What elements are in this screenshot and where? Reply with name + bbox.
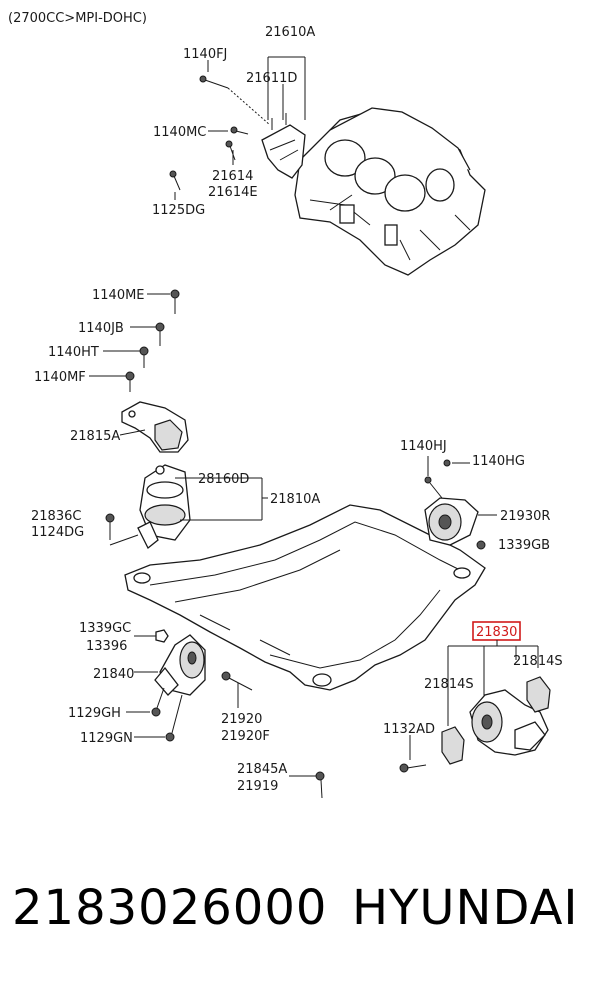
label-1129gh[interactable]: 1129GH bbox=[68, 706, 121, 721]
bolt-1140me bbox=[147, 289, 180, 314]
bolt-21614 bbox=[225, 140, 236, 161]
label-21610a[interactable]: 21610A bbox=[265, 25, 315, 40]
stopper-21814s-right bbox=[526, 676, 551, 713]
bolt-1140mc bbox=[230, 126, 249, 135]
label-21920[interactable]: 21920 bbox=[221, 712, 262, 727]
part-number: 2183026000 bbox=[12, 880, 328, 936]
label-21919[interactable]: 21919 bbox=[237, 779, 278, 794]
engine-block bbox=[294, 107, 486, 276]
stopper-21814s-left bbox=[441, 726, 465, 765]
label-21814s-left[interactable]: 21814S bbox=[424, 677, 474, 692]
label-21614[interactable]: 21614 bbox=[212, 169, 253, 184]
engine-spec-note: (2700CC>MPI-DOHC) bbox=[8, 11, 147, 26]
brand-name: HYUNDAI bbox=[352, 880, 579, 936]
label-1140jb[interactable]: 1140JB bbox=[78, 321, 124, 336]
bolt-1140mf bbox=[89, 371, 135, 392]
footer: 2183026000 HYUNDAI bbox=[0, 872, 600, 972]
label-1140mc[interactable]: 1140MC bbox=[153, 125, 206, 140]
bolt-1129gn bbox=[134, 694, 183, 742]
mount-21830[interactable] bbox=[469, 689, 549, 756]
label-1140hg[interactable]: 1140HG bbox=[472, 454, 525, 469]
bolt-21920 bbox=[221, 671, 253, 708]
subframe-crossmember bbox=[124, 504, 486, 691]
mount-21840 bbox=[154, 634, 206, 696]
transmission-mount-21930r bbox=[424, 497, 479, 546]
label-1129gn[interactable]: 1129GN bbox=[80, 731, 133, 746]
bolt-1129gh bbox=[126, 687, 165, 717]
bolt-21836c bbox=[105, 513, 139, 546]
label-21930r[interactable]: 21930R bbox=[500, 509, 550, 524]
label-21840[interactable]: 21840 bbox=[93, 667, 134, 682]
label-28160d[interactable]: 28160D bbox=[198, 472, 249, 487]
bolt-1140fj bbox=[199, 75, 271, 126]
label-21810a[interactable]: 21810A bbox=[270, 492, 320, 507]
label-21830[interactable]: 21830 bbox=[476, 625, 517, 640]
bolt-1140ht bbox=[103, 346, 149, 368]
label-1132ad[interactable]: 1132AD bbox=[383, 722, 435, 737]
bolt-1140jb bbox=[130, 322, 165, 346]
bolt-21845a bbox=[289, 771, 325, 799]
label-21920f[interactable]: 21920F bbox=[221, 729, 270, 744]
engine-mount-bracket-21815a bbox=[119, 401, 189, 453]
bolt-1132ad bbox=[399, 735, 427, 773]
nut-1339gb bbox=[476, 540, 486, 550]
engine-mount-21810a bbox=[137, 464, 191, 550]
label-13396[interactable]: 13396 bbox=[86, 639, 127, 654]
bolt-1125dg bbox=[169, 170, 181, 191]
label-1140ht[interactable]: 1140HT bbox=[48, 345, 99, 360]
label-21814s-right[interactable]: 21814S bbox=[513, 654, 563, 669]
bolt-1140hg bbox=[443, 459, 470, 467]
label-1339gb[interactable]: 1339GB bbox=[498, 538, 550, 553]
label-21611d[interactable]: 21611D bbox=[246, 71, 297, 86]
label-21815a[interactable]: 21815A bbox=[70, 429, 120, 444]
label-21614e[interactable]: 21614E bbox=[208, 185, 258, 200]
label-1125dg[interactable]: 1125DG bbox=[152, 203, 205, 218]
label-1124dg[interactable]: 1124DG bbox=[31, 525, 84, 540]
label-1140fj[interactable]: 1140FJ bbox=[183, 47, 227, 62]
label-1140mf[interactable]: 1140MF bbox=[34, 370, 86, 385]
label-21836c[interactable]: 21836C bbox=[31, 509, 81, 524]
label-1140me[interactable]: 1140ME bbox=[92, 288, 145, 303]
bolt-1140hj bbox=[424, 456, 443, 499]
parts-diagram: (2700CC>MPI-DOHC) bbox=[8, 11, 563, 799]
nut-1339gc bbox=[134, 629, 169, 643]
engine-mount-bracket-upper bbox=[261, 113, 306, 179]
label-21845a[interactable]: 21845A bbox=[237, 762, 287, 777]
label-1339gc[interactable]: 1339GC bbox=[79, 621, 131, 636]
label-1140hj[interactable]: 1140HJ bbox=[400, 439, 447, 454]
